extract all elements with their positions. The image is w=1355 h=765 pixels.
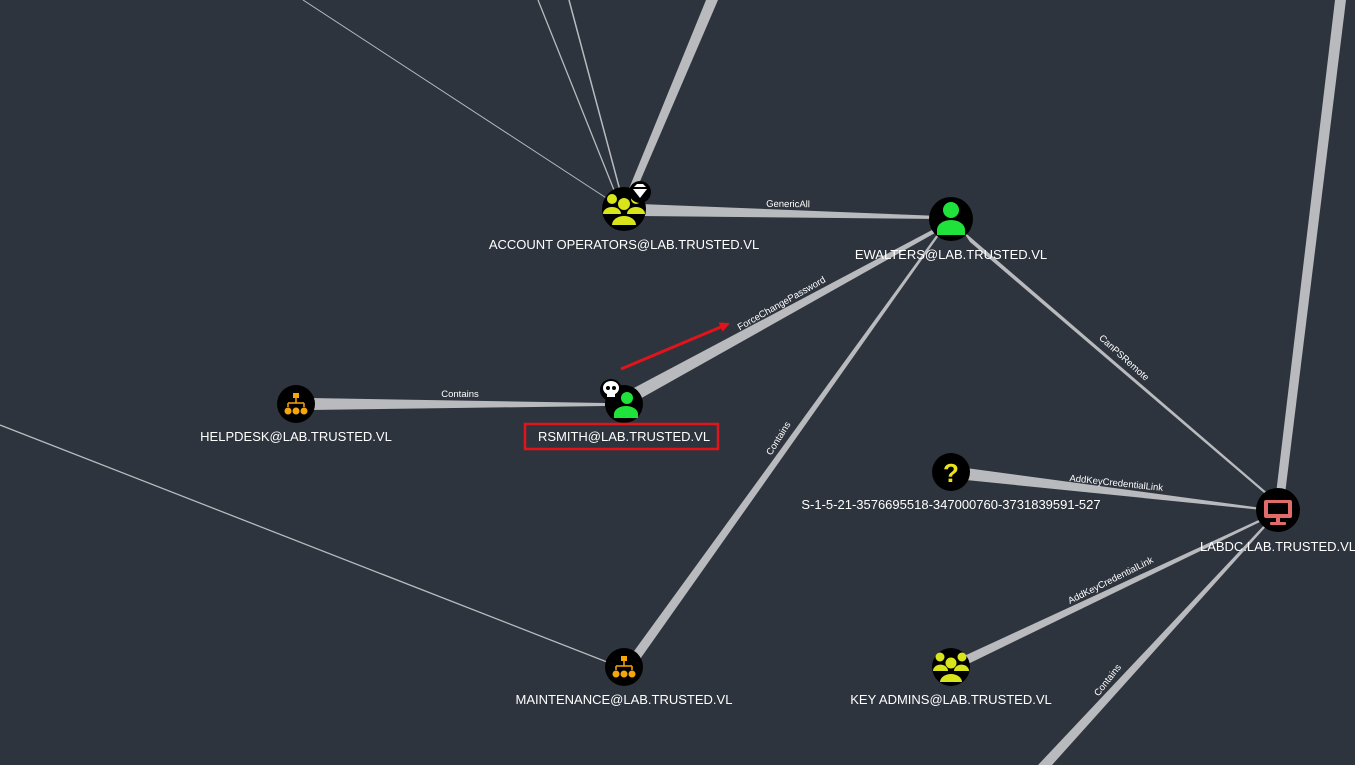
node-maintenance[interactable]: MAINTENANCE@LAB.TRUSTED.VL bbox=[516, 648, 733, 707]
edge-contains-labdc[interactable] bbox=[1038, 521, 1270, 765]
edge-contains-maintenance[interactable] bbox=[629, 233, 940, 662]
node-label-rsmith: RSMITH@LAB.TRUSTED.VL bbox=[538, 429, 710, 444]
owned-skull-icon bbox=[600, 379, 622, 401]
node-label: ACCOUNT OPERATORS@LAB.TRUSTED.VL bbox=[489, 237, 759, 252]
edge-generic-all[interactable] bbox=[640, 204, 940, 219]
edge-offscreen-2[interactable] bbox=[537, 0, 619, 201]
node-rsmith[interactable] bbox=[600, 379, 643, 423]
edge-contains-helpdesk[interactable] bbox=[310, 398, 605, 410]
ou-icon bbox=[612, 656, 636, 678]
group-icon bbox=[603, 194, 645, 225]
node-label: LABDC.LAB.TRUSTED.VL bbox=[1200, 539, 1355, 554]
user-icon bbox=[937, 202, 965, 235]
node-helpdesk[interactable]: HELPDESK@LAB.TRUSTED.VL bbox=[200, 385, 392, 444]
node-label: EWALTERS@LAB.TRUSTED.VL bbox=[855, 247, 1047, 262]
edge-can-ps-remote[interactable] bbox=[962, 230, 1271, 498]
ou-icon bbox=[284, 393, 308, 415]
annotation-arrow bbox=[620, 322, 730, 371]
edge-offscreen-3[interactable] bbox=[568, 0, 623, 199]
edge-labdc-offscreen[interactable] bbox=[1276, 0, 1346, 494]
node-labdc[interactable]: LABDC.LAB.TRUSTED.VL bbox=[1200, 488, 1355, 554]
high-value-diamond-icon bbox=[629, 181, 651, 203]
edge-label-force-change-password: ForceChangePassword bbox=[736, 275, 828, 333]
node-key-admins[interactable]: KEY ADMINS@LAB.TRUSTED.VL bbox=[850, 648, 1052, 707]
node-label: S-1-5-21-3576695518-347000760-3731839591… bbox=[801, 497, 1100, 512]
edge-offscreen-1[interactable] bbox=[302, 0, 618, 206]
question-mark-icon: ? bbox=[943, 458, 959, 488]
edge-label-add-key-cred-keyadmins: AddKeyCredentialLink bbox=[1066, 555, 1155, 607]
rsmith-highlight-box bbox=[523, 422, 720, 451]
node-label: HELPDESK@LAB.TRUSTED.VL bbox=[200, 429, 392, 444]
computer-icon bbox=[1264, 500, 1292, 525]
edge-force-change-password[interactable] bbox=[630, 230, 935, 400]
edge-label-can-ps-remote: CanPSRemote bbox=[1096, 333, 1150, 384]
edge-label-contains-helpdesk: Contains bbox=[441, 389, 479, 400]
node-account-operators[interactable]: ACCOUNT OPERATORS@LAB.TRUSTED.VL bbox=[489, 181, 759, 252]
group-icon bbox=[933, 652, 969, 682]
node-ewalters[interactable]: EWALTERS@LAB.TRUSTED.VL bbox=[855, 197, 1047, 262]
node-label: MAINTENANCE@LAB.TRUSTED.VL bbox=[516, 692, 733, 707]
edge-offscreen-maintenance[interactable] bbox=[0, 424, 608, 663]
user-icon bbox=[614, 392, 638, 418]
edge-add-key-cred-keyadmins[interactable] bbox=[964, 518, 1264, 664]
edge-label-generic-all: GenericAll bbox=[766, 199, 810, 210]
node-unknown-sid[interactable]: ? S-1-5-21-3576695518-347000760-37318395… bbox=[801, 453, 1101, 512]
edge-add-key-cred-sid[interactable] bbox=[966, 468, 1262, 510]
edge-offscreen-4[interactable] bbox=[626, 0, 718, 200]
node-label: KEY ADMINS@LAB.TRUSTED.VL bbox=[850, 692, 1052, 707]
